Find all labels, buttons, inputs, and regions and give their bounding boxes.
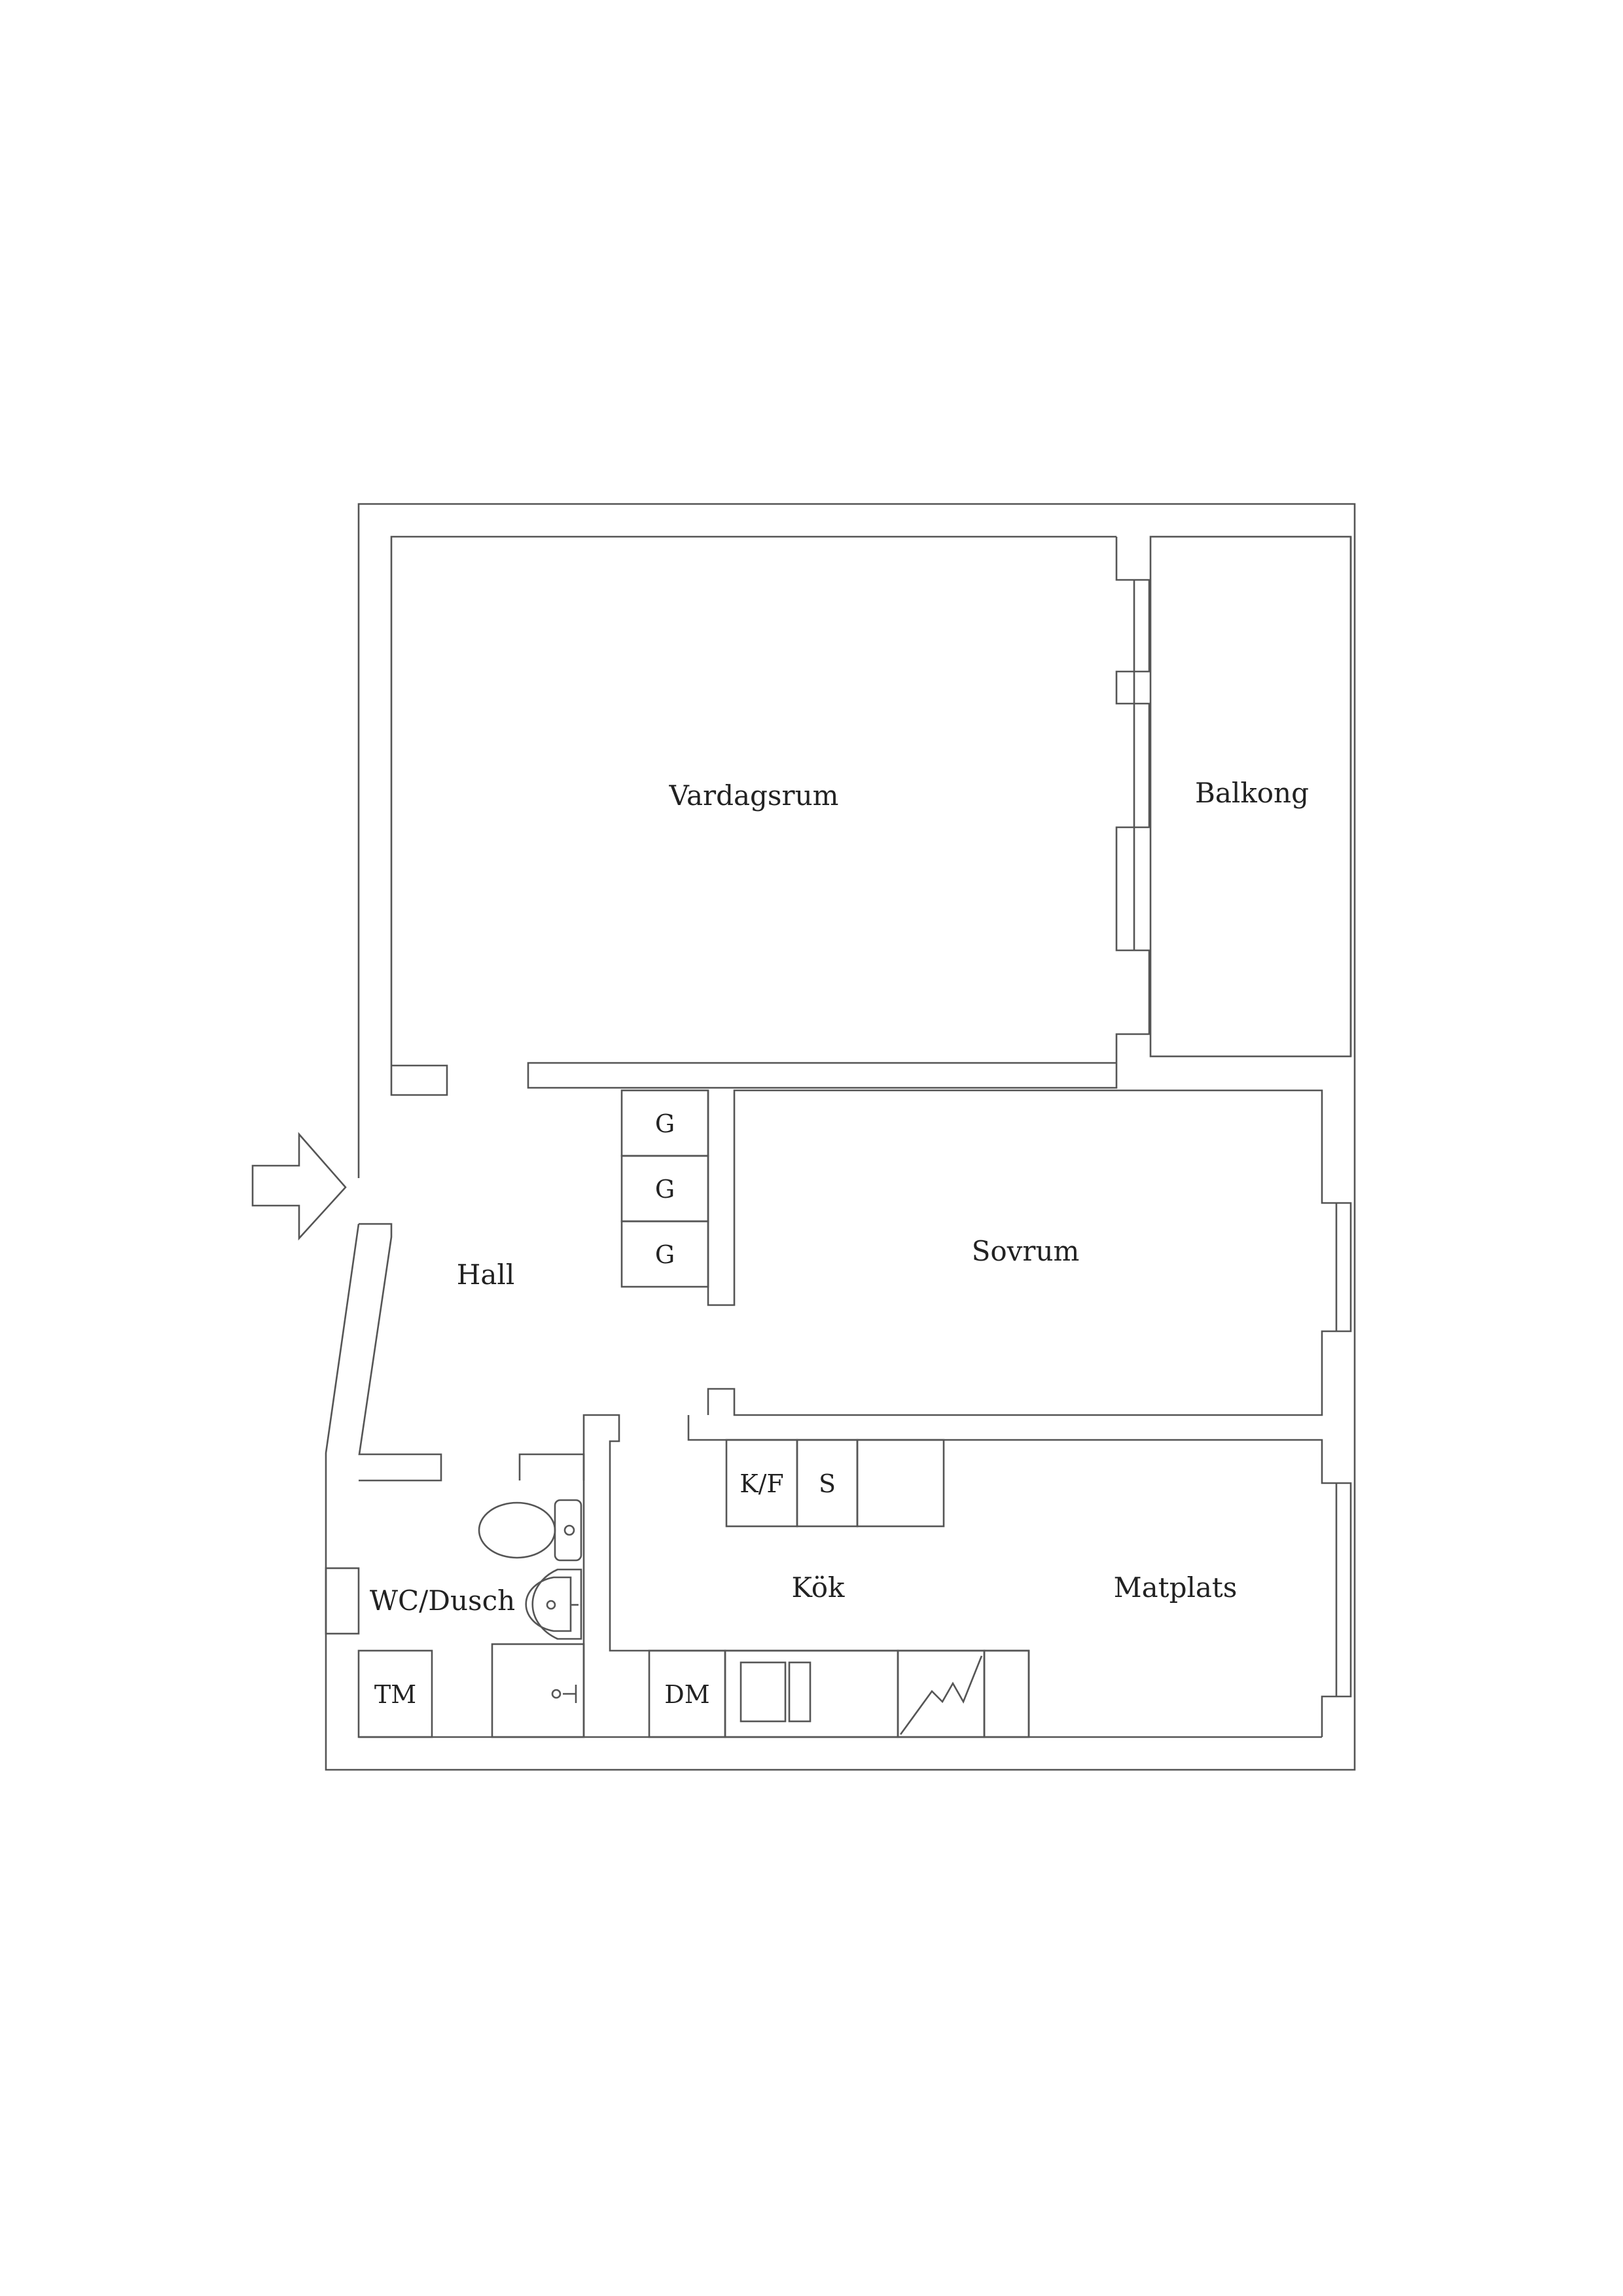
room-label-kok: Kök bbox=[792, 1571, 846, 1604]
kitchen-sink-icon bbox=[740, 1661, 812, 1723]
washing-machine bbox=[357, 1649, 433, 1738]
fridge-freezer-label: K/F bbox=[740, 1469, 784, 1498]
shower-icon bbox=[551, 1685, 577, 1703]
toilet-icon bbox=[478, 1499, 582, 1562]
cabinet-label: S bbox=[819, 1469, 836, 1498]
dishwasher-label: DM bbox=[664, 1680, 709, 1709]
room-label-hall: Hall bbox=[457, 1259, 515, 1291]
room-vardagsrum: Vardagsrum bbox=[527, 537, 1150, 1089]
wardrobe-label: G bbox=[655, 1175, 675, 1204]
room-label-matplats: Matplats bbox=[1114, 1571, 1238, 1604]
cabinet bbox=[856, 1439, 945, 1528]
sink-icon bbox=[525, 1568, 582, 1640]
outer-wall-top bbox=[325, 503, 1356, 1771]
room-kok: K/F S DM Kök Matplats bbox=[582, 1414, 1352, 1738]
washing-machine-label: TM bbox=[374, 1680, 416, 1709]
room-label-balkong: Balkong bbox=[1195, 777, 1309, 809]
stove-icon bbox=[899, 1655, 983, 1735]
wardrobes: G G G bbox=[620, 1089, 709, 1288]
inner-wall-left-lower bbox=[358, 1223, 442, 1482]
wardrobe-label: G bbox=[655, 1109, 675, 1138]
cabinet bbox=[983, 1649, 1030, 1738]
wardrobe-label: G bbox=[655, 1240, 675, 1269]
entrance-arrow-icon bbox=[251, 1132, 347, 1241]
room-label-wc-dusch: WC/Dusch bbox=[370, 1585, 515, 1617]
outer-wall-inner-left bbox=[390, 535, 1116, 1096]
shower bbox=[491, 1643, 585, 1738]
room-label-sovrum: Sovrum bbox=[972, 1235, 1080, 1267]
stove bbox=[897, 1649, 986, 1738]
window bbox=[325, 1567, 360, 1635]
room-label-vardagsrum: Vardagsrum bbox=[669, 780, 839, 812]
room-wc-dusch: TM WC/Dusch bbox=[325, 1453, 585, 1738]
room-sovrum: Sovrum bbox=[707, 1089, 1352, 1416]
room-balkong: Balkong bbox=[1149, 535, 1352, 1058]
counter bbox=[724, 1649, 899, 1738]
